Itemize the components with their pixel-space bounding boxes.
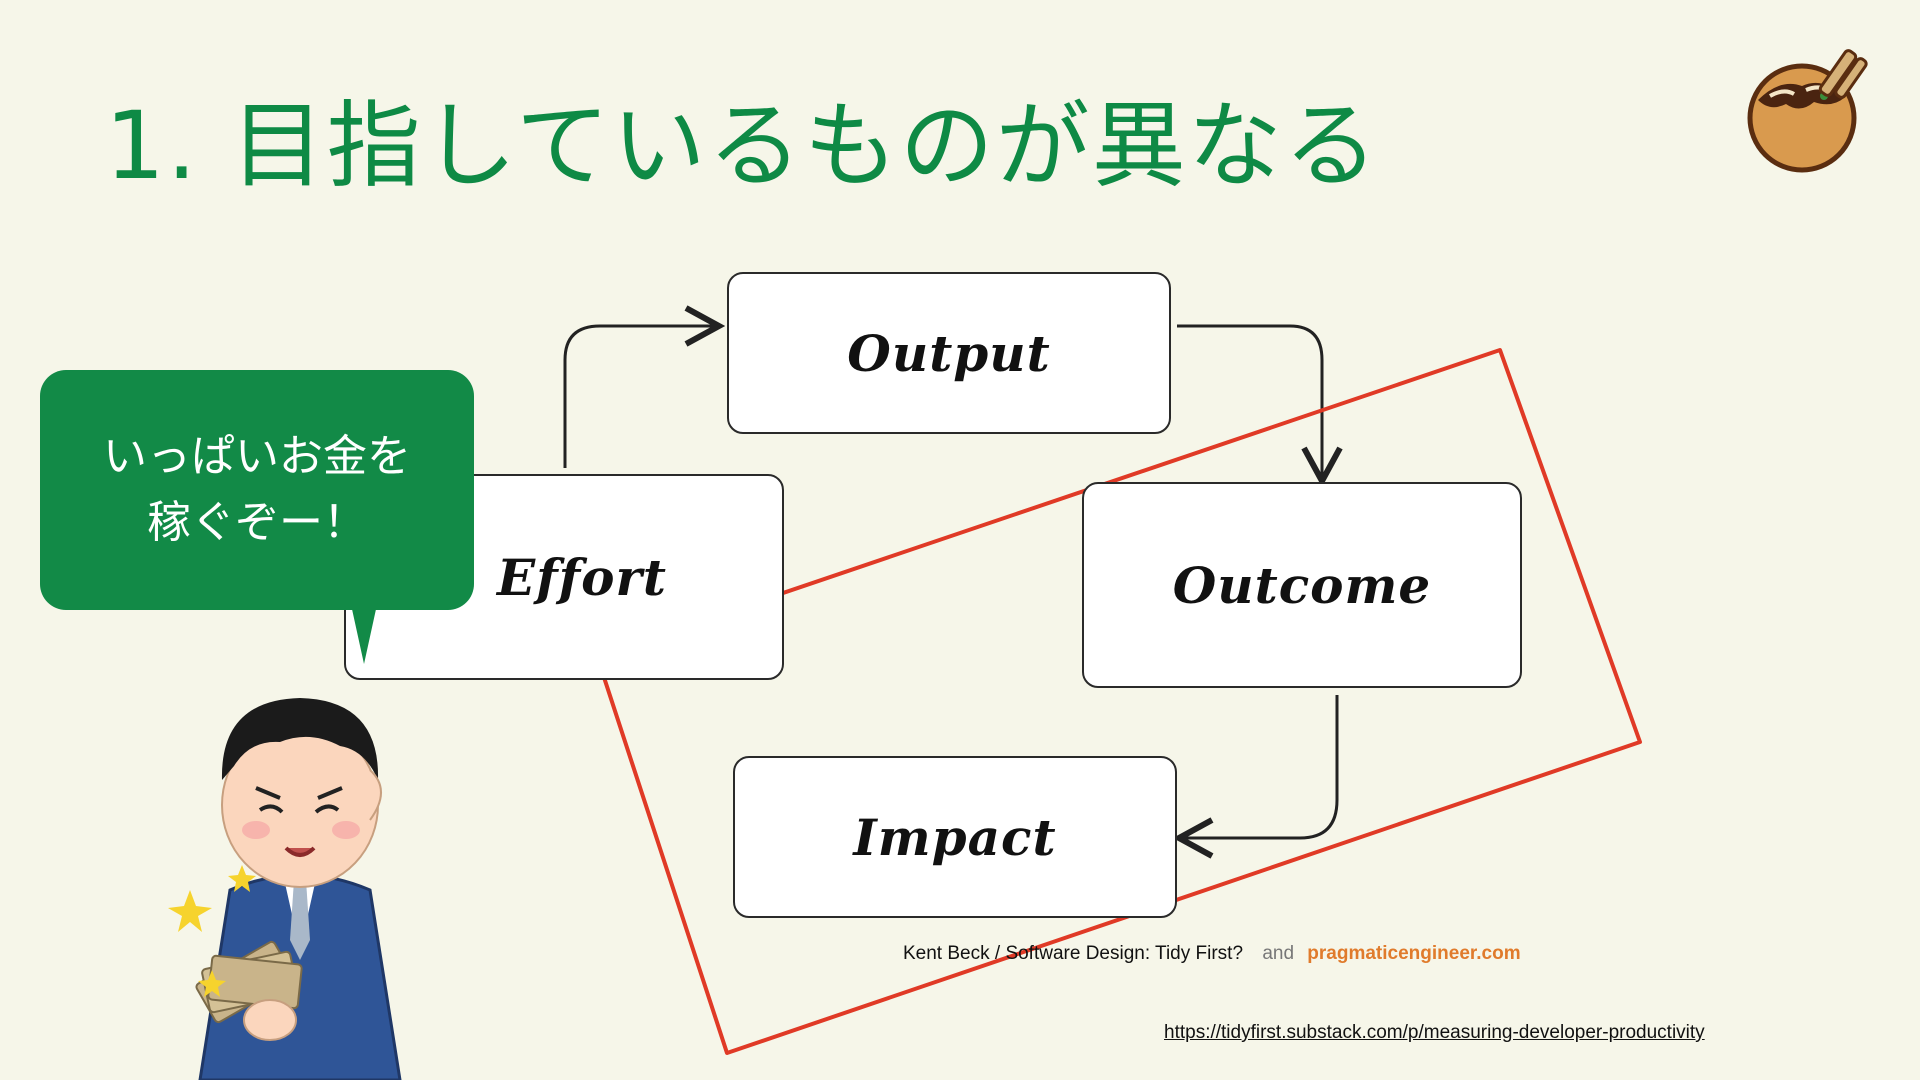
highlight-rectangle [595,348,1642,1055]
sparkle-icon [168,890,212,932]
arrow-output-to-outcome [1177,324,1322,478]
box-impact: Impact [733,756,1177,918]
speech-bubble-line-1: いっぱいお金を [103,431,411,482]
arrow-effort-to-output [563,326,716,468]
speech-bubble-line-2: 稼ぐぞー！ [147,497,367,548]
takoyaki-logo-icon [1747,49,1868,173]
credit-site-link[interactable]: pragmaticengineer.com [1307,943,1521,964]
box-output-label: Output [847,323,1051,383]
credit-line: Kent Beck / Software Design: Tidy First?… [903,943,1521,965]
box-outcome: Outcome [1082,482,1522,688]
sparkle-icon [228,865,256,892]
box-effort-label: Effort [497,547,667,607]
slide-title: 1. 目指しているものが異なる [105,92,1380,201]
sparkle-icon [198,970,226,997]
money-fan [195,940,303,1041]
box-outcome-label: Outcome [1172,555,1432,615]
speech-bubble: いっぱいお金を 稼ぐぞー！ [40,370,474,610]
reference-url-link[interactable]: https://tidyfirst.substack.com/p/measuri… [1164,1022,1705,1043]
arrow-outcome-to-impact [1182,695,1339,838]
speech-bubble-tail [350,600,378,664]
box-impact-label: Impact [853,807,1057,867]
credit-and: and [1262,943,1295,964]
credit-source: Kent Beck / Software Design: Tidy First? [903,943,1244,964]
businessman-with-money-illustration [168,698,402,1080]
box-output: Output [727,272,1171,434]
